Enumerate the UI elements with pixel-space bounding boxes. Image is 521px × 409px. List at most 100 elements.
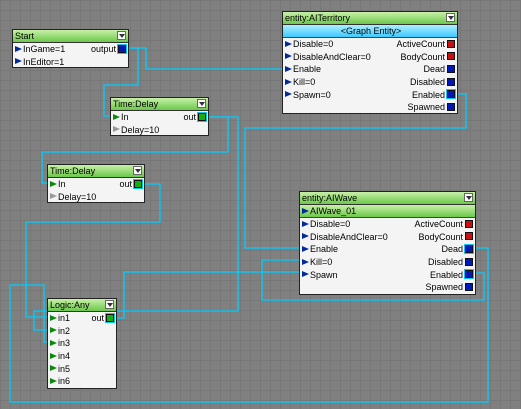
input-arrow-icon	[50, 180, 57, 187]
node-start[interactable]: Start InGame=1 output InEditor=1	[12, 29, 129, 68]
entity-name: <Graph Entity>	[340, 26, 402, 36]
entity-selector[interactable]: <Graph Entity>	[283, 25, 457, 38]
collapse-chevron-icon[interactable]	[197, 99, 206, 108]
collapse-chevron-icon[interactable]	[446, 13, 455, 22]
node-entity-aiwave[interactable]: entity:AIWave AIWave_01 Disable=0 Active…	[299, 191, 476, 295]
input-port-enable[interactable]: Enable	[302, 243, 338, 256]
input-label: Enable	[293, 64, 322, 75]
output-port-square-icon[interactable]	[464, 244, 474, 254]
output-port-square-icon[interactable]	[464, 269, 474, 280]
input-port-disable[interactable]: Disable=0	[302, 218, 350, 231]
output-port-square-icon[interactable]	[197, 111, 207, 122]
node-title[interactable]: entity:AIWave	[300, 192, 475, 205]
node-title[interactable]: Time:Delay	[111, 98, 208, 111]
input-port-disableandclear[interactable]: DisableAndClear=0	[302, 231, 388, 244]
link-start-to-territory-enable	[128, 47, 284, 70]
input-label: InGame=1	[23, 44, 66, 54]
node-title[interactable]: entity:AITerritory	[283, 12, 457, 25]
link-start-to-delay1-in	[103, 47, 139, 117]
input-label: Spawn=0	[293, 89, 331, 100]
input-port-kill[interactable]: Kill=0	[285, 76, 315, 89]
output-port-enabled[interactable]: Enabled	[412, 89, 456, 102]
input-port-in3[interactable]: in3	[50, 337, 70, 350]
input-port-ineditor[interactable]: InEditor=1	[15, 56, 64, 69]
input-port-ingame[interactable]: InGame=1	[15, 43, 65, 56]
output-port-out[interactable]: out	[119, 178, 143, 191]
output-port-disabled[interactable]: Disabled	[428, 256, 473, 269]
node-title[interactable]: Start	[13, 30, 128, 43]
collapse-chevron-icon[interactable]	[105, 300, 114, 309]
collapse-chevron-icon[interactable]	[133, 166, 142, 175]
output-port-spawned[interactable]: Spawned	[425, 281, 473, 294]
input-label: Delay=10	[121, 124, 160, 135]
entity-selector[interactable]: AIWave_01	[300, 205, 475, 218]
input-arrow-icon	[50, 365, 57, 372]
link-wave-enabled-to-wave-kill	[261, 259, 485, 301]
output-port-disabled[interactable]: Disabled	[410, 76, 455, 89]
input-arrow-icon	[302, 220, 309, 227]
node-title-text: Start	[15, 31, 35, 41]
input-port-disable[interactable]: Disable=0	[285, 38, 333, 51]
input-port-in5[interactable]: in5	[50, 363, 70, 376]
output-port-dead[interactable]: Dead	[423, 63, 455, 76]
output-port-square-icon[interactable]	[447, 77, 455, 86]
input-label: Kill=0	[293, 77, 316, 88]
input-arrow-icon	[113, 126, 120, 133]
output-port-square-icon[interactable]	[117, 43, 127, 54]
output-port-enabled[interactable]: Enabled	[430, 269, 474, 282]
input-port-in2[interactable]: in2	[50, 325, 70, 338]
input-arrow-icon	[302, 233, 309, 240]
output-port-output[interactable]: output	[91, 43, 127, 56]
output-label: out	[183, 112, 196, 122]
input-label: Disable=0	[310, 219, 351, 229]
input-arrow-icon	[15, 45, 22, 52]
output-port-square-icon[interactable]	[465, 283, 473, 292]
node-title-text: entity:AIWave	[302, 193, 358, 203]
input-port-in[interactable]: In	[50, 178, 66, 191]
input-port-enable[interactable]: Enable	[285, 63, 321, 76]
input-port-disableandclear[interactable]: DisableAndClear=0	[285, 51, 371, 64]
output-port-square-icon[interactable]	[447, 65, 455, 73]
input-arrow-icon	[50, 340, 57, 346]
input-label: DisableAndClear=0	[293, 51, 371, 62]
output-port-activecount[interactable]: ActiveCount	[414, 218, 473, 231]
output-port-spawned[interactable]: Spawned	[407, 101, 455, 114]
output-port-square-icon[interactable]	[105, 312, 115, 323]
input-port-in1[interactable]: in1	[50, 312, 70, 325]
output-port-square-icon[interactable]	[133, 178, 143, 189]
input-port-spawn[interactable]: Spawn=0	[285, 89, 331, 102]
output-port-out[interactable]: out	[183, 111, 207, 124]
output-label: Dead	[441, 244, 463, 255]
node-time-delay-2[interactable]: Time:Delay In out Delay=10	[47, 164, 145, 203]
input-port-in4[interactable]: in4	[50, 350, 70, 363]
output-port-square-icon[interactable]	[447, 103, 455, 112]
input-port-in[interactable]: In	[113, 111, 129, 124]
output-port-square-icon[interactable]	[465, 232, 473, 241]
collapse-chevron-icon[interactable]	[117, 31, 126, 40]
output-port-activecount[interactable]: ActiveCount	[396, 38, 455, 51]
output-port-dead[interactable]: Dead	[441, 243, 474, 256]
input-port-kill[interactable]: Kill=0	[302, 256, 332, 269]
output-port-square-icon[interactable]	[447, 39, 455, 48]
node-time-delay-1[interactable]: Time:Delay In out Delay=10	[110, 97, 209, 136]
output-port-square-icon[interactable]	[465, 257, 473, 266]
input-port-in6[interactable]: in6	[50, 375, 70, 388]
node-title[interactable]: Logic:Any	[48, 299, 116, 312]
collapse-chevron-icon[interactable]	[464, 193, 473, 202]
output-port-square-icon[interactable]	[465, 219, 473, 228]
output-port-bodycount[interactable]: BodyCount	[400, 51, 455, 64]
output-port-bodycount[interactable]: BodyCount	[418, 231, 473, 244]
output-port-square-icon[interactable]	[446, 89, 456, 100]
input-port-delay[interactable]: Delay=10	[113, 124, 159, 137]
input-arrow-icon	[50, 314, 57, 321]
node-logic-any[interactable]: Logic:Any in1 out in2 in3 in4 in5 in6	[47, 298, 117, 389]
link-logic-out-to-wave-spawn	[116, 271, 301, 319]
node-title[interactable]: Time:Delay	[48, 165, 144, 178]
output-port-out[interactable]: out	[91, 312, 115, 325]
node-entity-aiterritory[interactable]: entity:AITerritory <Graph Entity> Disabl…	[282, 11, 458, 114]
input-port-delay[interactable]: Delay=10	[50, 191, 96, 204]
input-port-spawn[interactable]: Spawn	[302, 269, 338, 282]
input-arrow-icon	[285, 53, 292, 60]
output-port-square-icon[interactable]	[447, 52, 455, 61]
link-delay2-to-logic-in1	[25, 183, 161, 318]
